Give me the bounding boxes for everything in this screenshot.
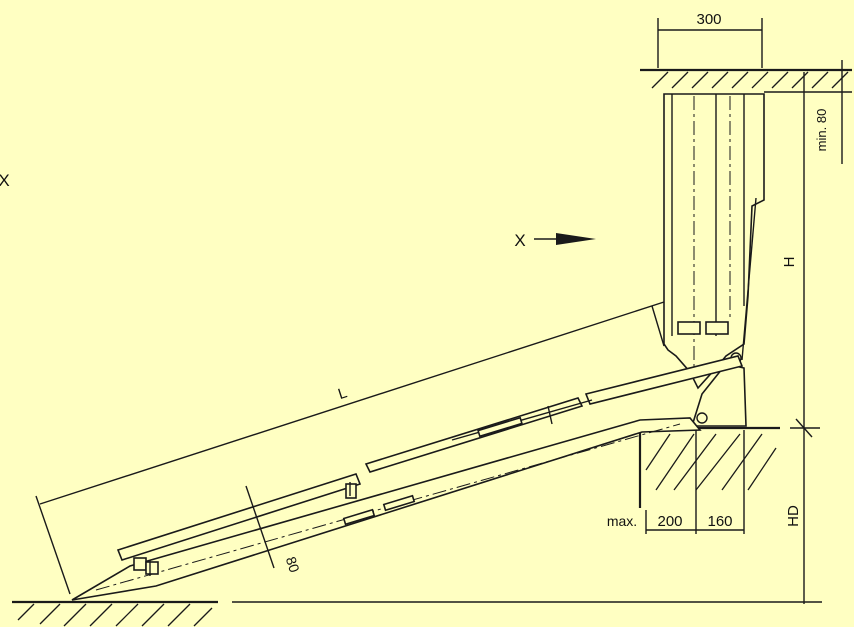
dim-300-label: 300 [696, 11, 721, 28]
dim-200-label: 200 [657, 513, 682, 530]
view-arrow-label: X [514, 231, 525, 250]
ceiling-hatching [640, 68, 852, 89]
dimension-thickness: 80 [245, 485, 303, 575]
dimension-right-vertical: min. 80 H HD [232, 60, 852, 604]
dim-l-label: L [336, 384, 349, 403]
dim-hd-label: HD [785, 505, 802, 527]
ground-hatching [12, 600, 218, 627]
dim-h-label: H [781, 257, 798, 268]
dim-80-label: 80 [283, 555, 303, 575]
dim-160-label: 160 [707, 513, 732, 530]
folded-ramp-unit [663, 93, 765, 390]
dimension-bottom-pit: max. 200 160 [607, 430, 745, 534]
view-label-left-edge: X [0, 171, 10, 190]
dimension-length: L [35, 301, 665, 595]
dim-min-80-label: min. 80 [814, 109, 829, 152]
pit-hatching [638, 426, 780, 508]
arrow-right-icon [534, 233, 596, 245]
view-arrow: X [514, 231, 596, 250]
dimension-top-width: 300 [657, 11, 763, 68]
dim-max-label: max. [607, 513, 637, 529]
inclined-ramp [71, 355, 744, 601]
